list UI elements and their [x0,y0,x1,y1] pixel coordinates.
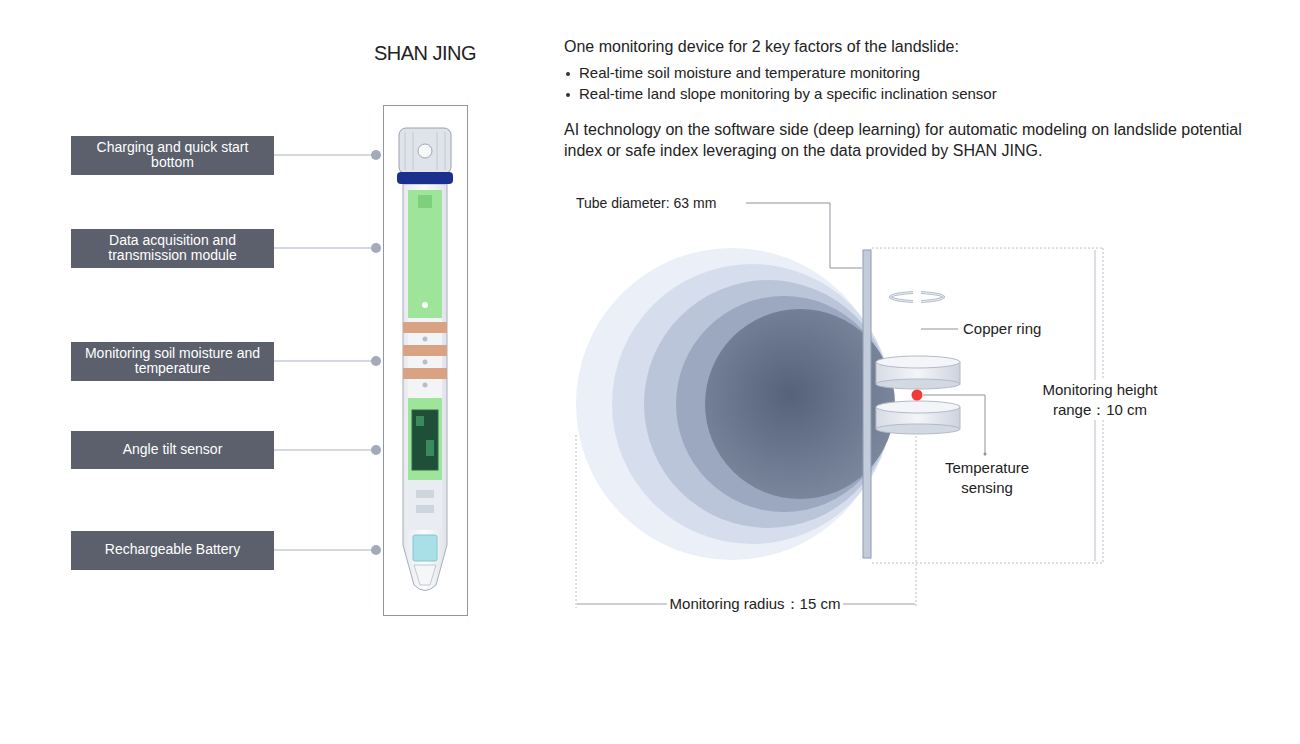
device-title: SHAN JING [374,42,476,65]
part-label-box: Rechargeable Battery [71,531,274,570]
bullet-text: Real-time land slope monitoring by a spe… [579,85,997,103]
part-name: Temperature sensing [932,458,1042,498]
part-label-box: Charging and quick start bottom [71,136,274,175]
part-label-box: Data acquisition and transmission module [71,229,274,268]
dimension-label: Monitoring height range：10 cm [1025,380,1175,420]
part-name: Copper ring [963,320,1041,338]
ai-paragraph: AI technology on the software side (deep… [564,119,1279,161]
intro-text: One monitoring device for 2 key factors … [564,37,959,56]
part-label-text: Angle tilt sensor [123,442,223,457]
part-label-text: Rechargeable Battery [105,542,240,557]
part-label-text: Charging and quick start bottom [79,140,266,171]
part-label-box: Angle tilt sensor [71,431,274,469]
part-label-text: Monitoring soil moisture and temperature [79,346,266,377]
bullet-text: Real-time soil moisture and temperature … [579,64,920,82]
part-label-box: Monitoring soil moisture and temperature [71,342,274,381]
dimension-label: Tube diameter: 63 mm [573,195,719,212]
part-label-text: Data acquisition and transmission module [79,233,266,264]
dimension-label: Monitoring radius：15 cm [667,595,844,613]
